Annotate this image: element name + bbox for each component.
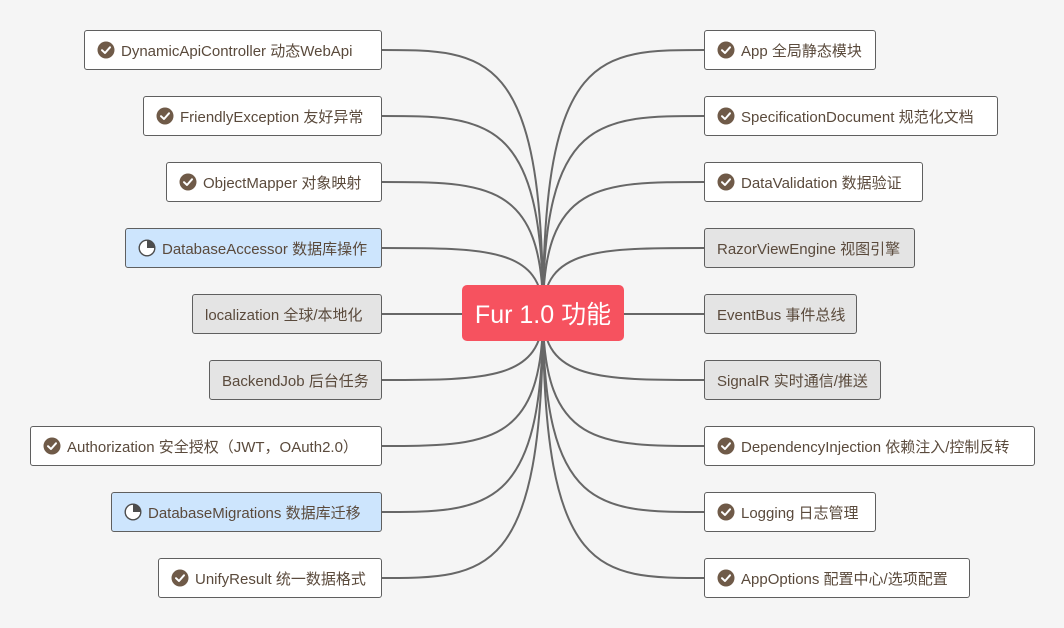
left-node-database-migrations[interactable]: DatabaseMigrations 数据库迁移 — [111, 492, 382, 532]
right-node-app[interactable]: App 全局静态模块 — [704, 30, 876, 70]
connector-line — [381, 115, 544, 314]
connector-line — [542, 181, 705, 314]
left-node-friendly-exception[interactable]: FriendlyException 友好异常 — [143, 96, 382, 136]
right-node-razor-view-engine[interactable]: RazorViewEngine 视图引擎 — [704, 228, 915, 268]
check-circle-icon — [171, 569, 189, 587]
check-circle-icon — [717, 107, 735, 125]
check-circle-icon — [717, 41, 735, 59]
check-circle-icon — [43, 437, 61, 455]
node-label: DatabaseAccessor 数据库操作 — [162, 240, 368, 258]
left-node-localization[interactable]: localization 全球/本地化 — [192, 294, 382, 334]
connector-line — [542, 312, 705, 513]
node-label: localization 全球/本地化 — [205, 306, 363, 324]
connector-line — [381, 312, 544, 579]
connector-line — [542, 312, 705, 579]
right-node-dependency-injection[interactable]: DependencyInjection 依赖注入/控制反转 — [704, 426, 1035, 466]
connector-line — [542, 49, 705, 314]
right-node-app-options[interactable]: AppOptions 配置中心/选项配置 — [704, 558, 970, 598]
right-node-logging[interactable]: Logging 日志管理 — [704, 492, 876, 532]
connector-line — [381, 312, 544, 447]
check-circle-icon — [179, 173, 197, 191]
node-label: DynamicApiController 动态WebApi — [121, 42, 353, 60]
check-circle-icon — [717, 503, 735, 521]
central-topic-label: Fur 1.0 功能 — [474, 301, 612, 329]
check-circle-icon — [717, 569, 735, 587]
node-label: UnifyResult 统一数据格式 — [195, 570, 366, 588]
node-label: AppOptions 配置中心/选项配置 — [741, 570, 948, 588]
right-node-specification-document[interactable]: SpecificationDocument 规范化文档 — [704, 96, 998, 136]
node-label: SignalR 实时通信/推送 — [717, 372, 868, 390]
node-label: EventBus 事件总线 — [717, 306, 846, 324]
left-node-authorization[interactable]: Authorization 安全授权（JWT，OAuth2.0） — [30, 426, 382, 466]
progress-pie-icon — [138, 239, 156, 257]
node-label: DependencyInjection 依赖注入/控制反转 — [741, 438, 1010, 456]
connector-line — [381, 49, 544, 314]
node-label: BackendJob 后台任务 — [222, 372, 369, 390]
right-node-signalr[interactable]: SignalR 实时通信/推送 — [704, 360, 881, 400]
connector-line — [381, 181, 544, 314]
check-circle-icon — [97, 41, 115, 59]
left-node-backend-job[interactable]: BackendJob 后台任务 — [209, 360, 382, 400]
check-circle-icon — [717, 437, 735, 455]
node-label: SpecificationDocument 规范化文档 — [741, 108, 974, 126]
right-node-event-bus[interactable]: EventBus 事件总线 — [704, 294, 857, 334]
left-node-unify-result[interactable]: UnifyResult 统一数据格式 — [158, 558, 382, 598]
node-label: RazorViewEngine 视图引擎 — [717, 240, 901, 258]
node-label: App 全局静态模块 — [741, 42, 862, 60]
connector-line — [542, 312, 705, 447]
check-circle-icon — [156, 107, 174, 125]
check-circle-icon — [717, 173, 735, 191]
node-label: FriendlyException 友好异常 — [180, 108, 364, 126]
connector-line — [381, 312, 544, 513]
node-label: Authorization 安全授权（JWT，OAuth2.0） — [67, 438, 358, 456]
left-node-dynamic-api[interactable]: DynamicApiController 动态WebApi — [84, 30, 382, 70]
node-label: DataValidation 数据验证 — [741, 174, 902, 192]
node-label: DatabaseMigrations 数据库迁移 — [148, 504, 361, 522]
connector-line — [542, 115, 705, 314]
left-node-database-accessor[interactable]: DatabaseAccessor 数据库操作 — [125, 228, 382, 268]
node-label: Logging 日志管理 — [741, 504, 859, 522]
right-node-data-validation[interactable]: DataValidation 数据验证 — [704, 162, 923, 202]
left-node-object-mapper[interactable]: ObjectMapper 对象映射 — [166, 162, 382, 202]
progress-pie-icon — [124, 503, 142, 521]
central-topic[interactable]: Fur 1.0 功能 — [462, 285, 624, 341]
node-label: ObjectMapper 对象映射 — [203, 174, 362, 192]
